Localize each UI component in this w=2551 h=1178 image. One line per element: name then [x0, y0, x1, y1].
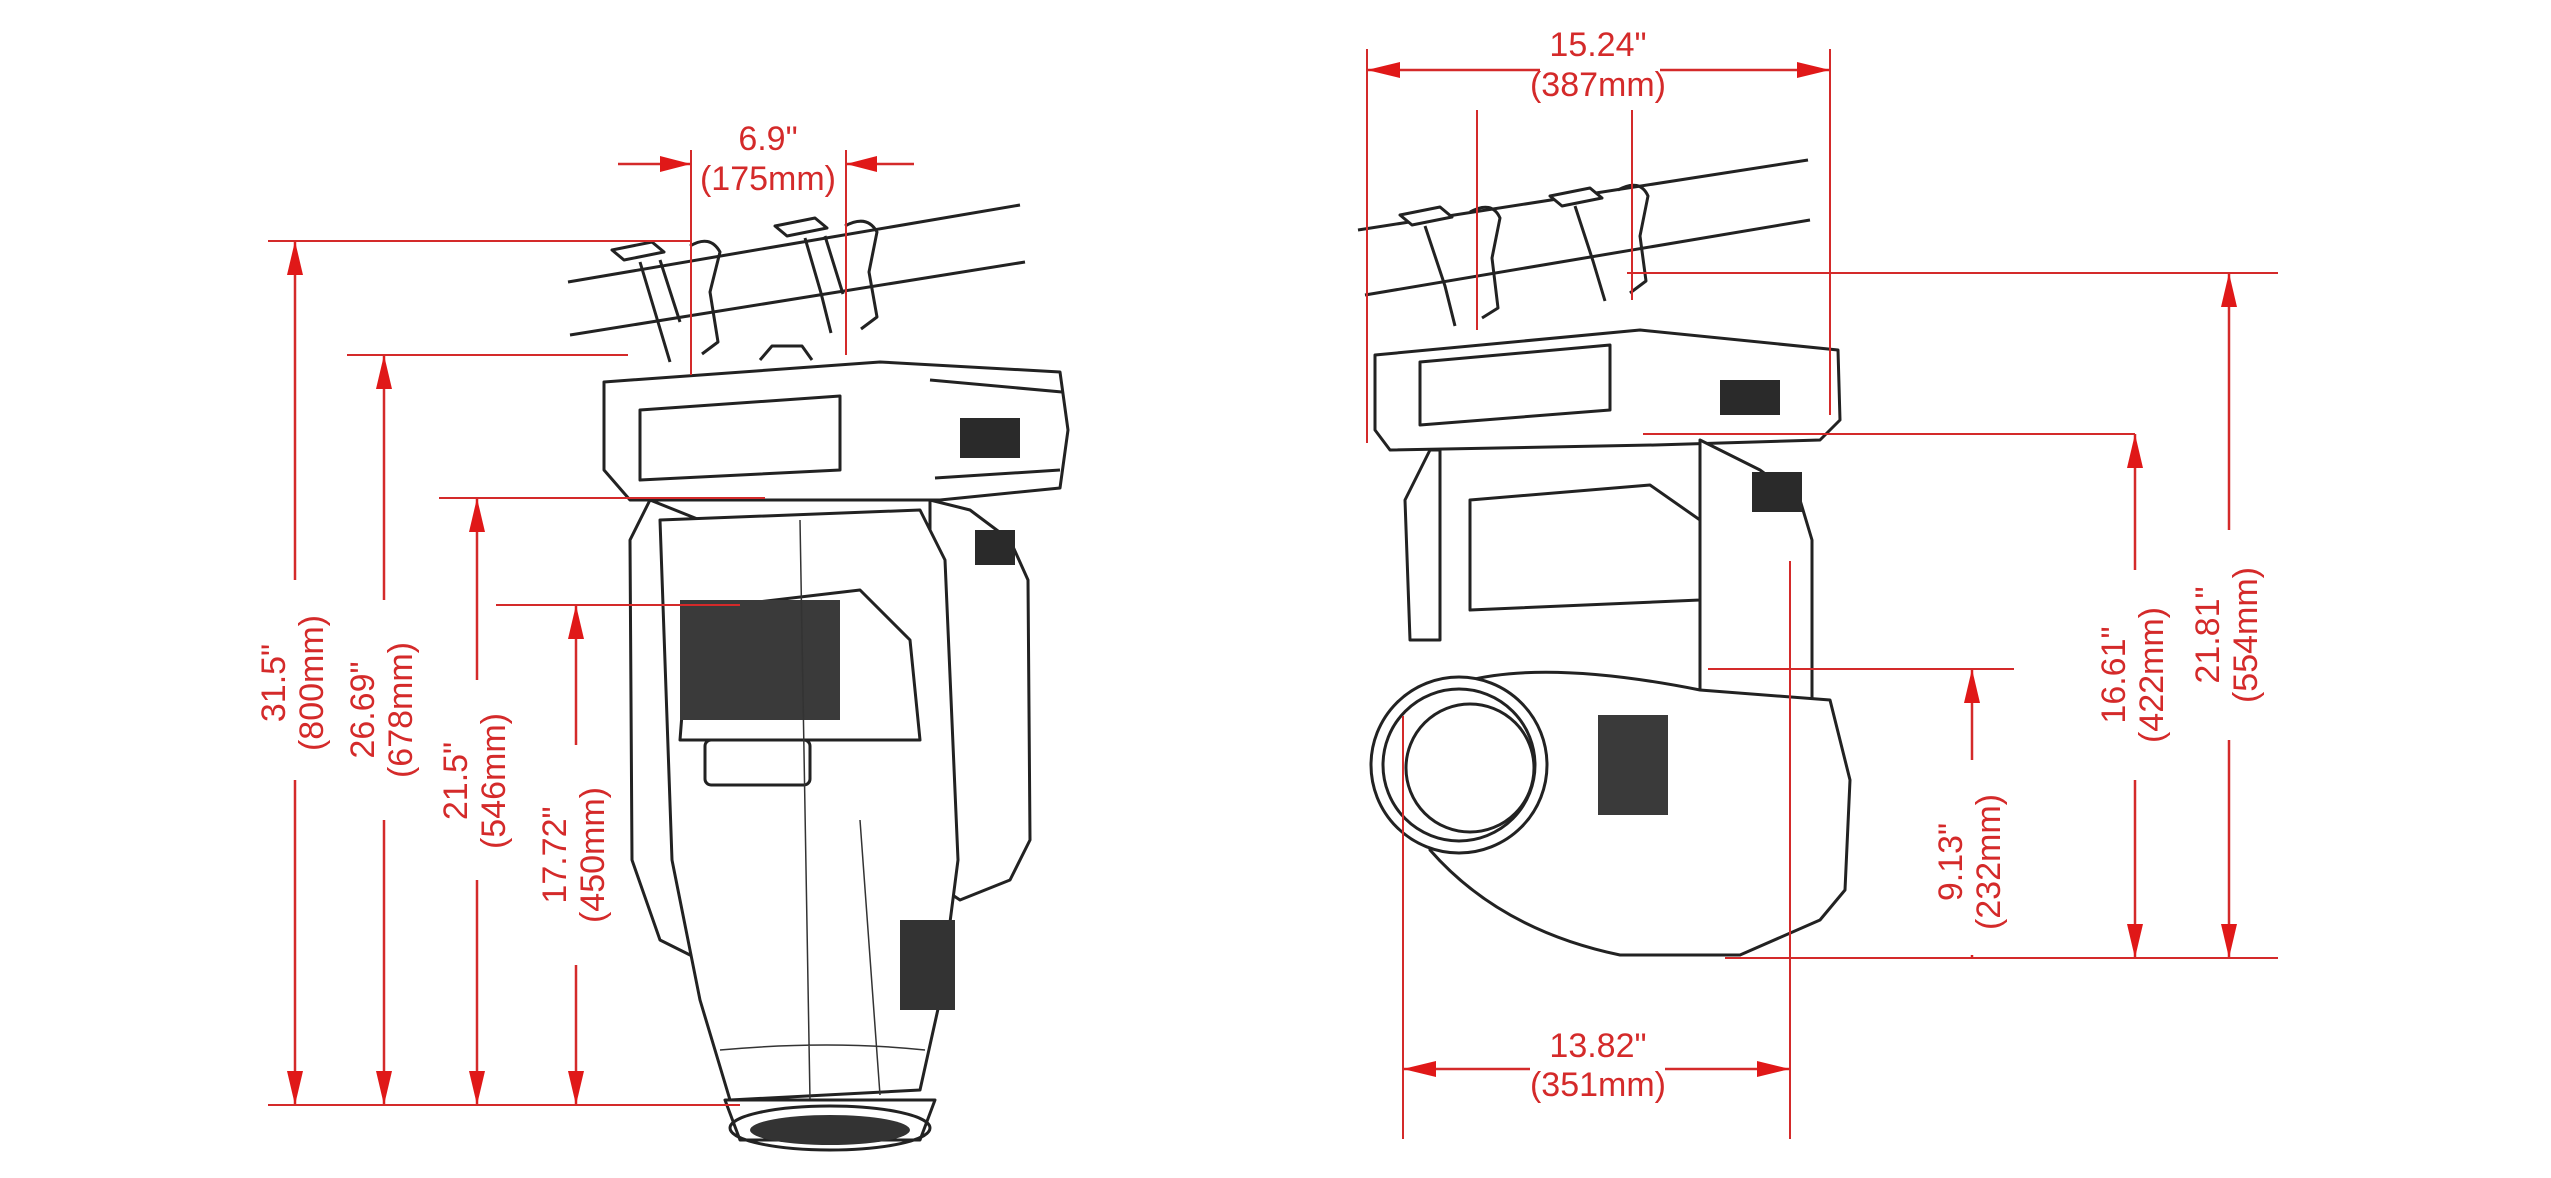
height-to-yoke-mm: (546mm)	[475, 713, 513, 849]
height-to-base-mm: (678mm)	[382, 642, 420, 778]
overall-height-mm: (800mm)	[293, 615, 331, 751]
clamp-spacing-mm: (175mm)	[700, 160, 836, 198]
side-lens	[1369, 675, 1549, 855]
head-length-mm: (351mm)	[1530, 1066, 1666, 1104]
front-view-fixture	[567, 203, 1070, 1152]
front-lens	[723, 1098, 937, 1152]
height-to-yoke-inch: 21.5"	[437, 742, 475, 820]
clamp-spacing-inch: 6.9"	[738, 120, 797, 158]
base-width-inch: 15.24"	[1549, 26, 1646, 64]
dim-height-to-yoke: 21.5" (546mm)	[437, 498, 513, 1105]
tilt-axis-height-inch: 9.13"	[1932, 823, 1970, 901]
height-to-tilt-axis-mm: (450mm)	[574, 787, 612, 923]
height-to-base-inch: 26.69"	[344, 661, 382, 758]
side-overall-height-mm: (554mm)	[2227, 567, 2265, 703]
dim-height-below-base: 16.61" (422mm)	[2095, 434, 2171, 958]
tilt-axis-height-mm: (232mm)	[1970, 794, 2008, 930]
dim-tilt-axis-height: 9.13" (232mm)	[1932, 669, 2008, 958]
height-to-tilt-axis-inch: 17.72"	[536, 806, 574, 903]
height-below-base-mm: (422mm)	[2133, 607, 2171, 743]
front-dimensions: 6.9" (175mm) 31.5" (800mm) 26.69" (678mm…	[255, 120, 914, 1106]
dim-height-to-tilt-axis: 17.72" (450mm)	[536, 605, 612, 1105]
height-below-base-inch: 16.61"	[2095, 626, 2133, 723]
heatsink-fins	[680, 600, 840, 720]
clamp-right	[1548, 183, 1650, 302]
base-width-mm: (387mm)	[1530, 66, 1666, 104]
head-length-inch: 13.82"	[1549, 1027, 1646, 1065]
clamp-left	[1398, 205, 1502, 327]
side-overall-height-inch: 21.81"	[2189, 586, 2227, 683]
overall-height-inch: 31.5"	[255, 644, 293, 722]
dim-height-to-base: 26.69" (678mm)	[344, 355, 420, 1105]
dim-overall-height: 31.5" (800mm)	[255, 241, 331, 1105]
dim-side-overall-height: 21.81" (554mm)	[2189, 273, 2265, 958]
side-dimensions: 15.24" (387mm) 13.82" (351mm) 9.13" (232…	[1366, 26, 2278, 1139]
clamp-left	[610, 239, 722, 363]
side-view-fixture	[1357, 158, 1852, 957]
clamp-right	[773, 216, 879, 334]
